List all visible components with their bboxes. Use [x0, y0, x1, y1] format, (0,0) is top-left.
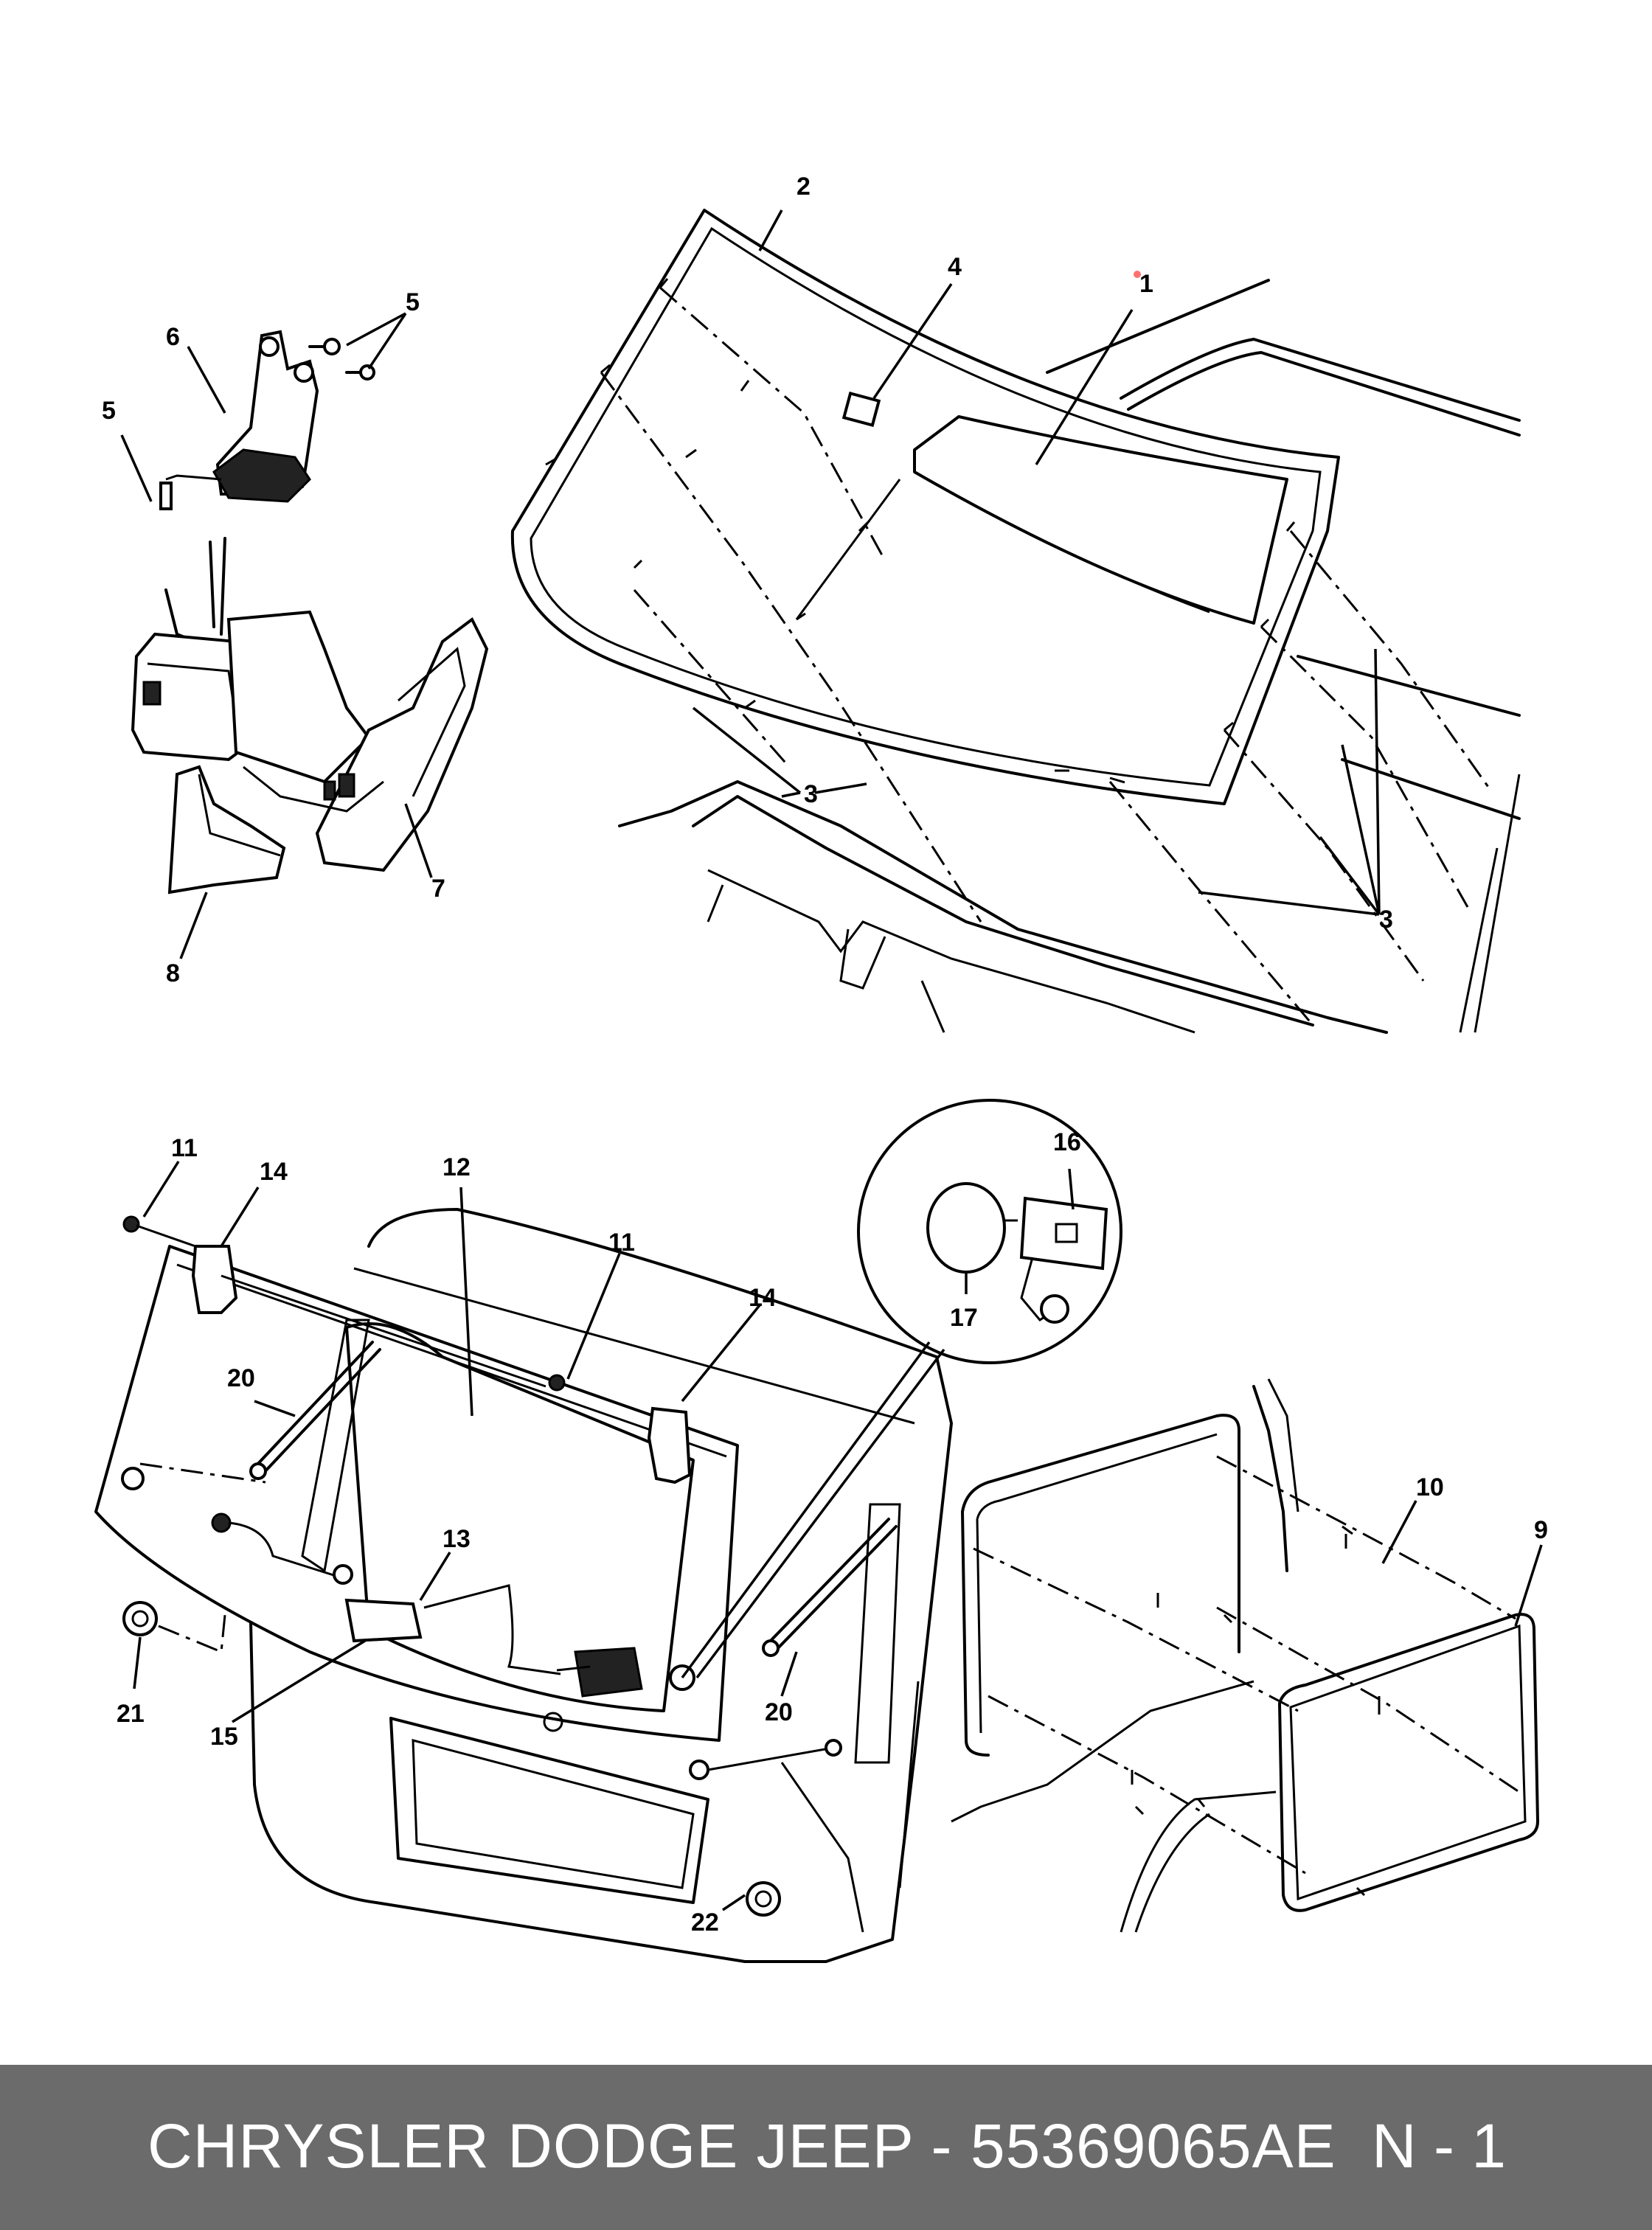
callout-8: 8: [166, 959, 180, 987]
callout-14: 14: [749, 1284, 777, 1312]
windshield-assembly: [510, 209, 1521, 1034]
callout-6: 6: [166, 323, 180, 351]
callout-5: 5: [102, 397, 116, 425]
callout-15: 15: [210, 1723, 238, 1751]
callout-labels: 1 2 3 3 4 5 5 6 7 8 9 10 11 11 12 13 14 …: [102, 173, 1548, 1937]
callout-17: 17: [950, 1304, 978, 1332]
quarter-glass-assembly: [951, 1378, 1543, 1933]
callout-5: 5: [406, 288, 420, 316]
callout-21: 21: [117, 1700, 145, 1728]
callout-11: 11: [608, 1229, 635, 1257]
callout-14: 14: [260, 1158, 288, 1186]
page-label: N - 1: [1372, 2111, 1507, 2181]
callout-7: 7: [431, 875, 445, 903]
callout-3: 3: [1379, 906, 1393, 934]
callout-12: 12: [442, 1153, 471, 1181]
callout-1: 1: [1139, 270, 1153, 298]
callout-2: 2: [796, 173, 811, 201]
callout-3: 3: [804, 780, 818, 808]
callout-13: 13: [442, 1525, 471, 1553]
parts-diagram: 1 2 3 3 4 5 5 6 7 8 9 10 11 11 12 13 14 …: [94, 173, 1548, 1963]
callout-9: 9: [1534, 1516, 1548, 1544]
marker-dot: [1134, 271, 1141, 278]
callout-10: 10: [1416, 1473, 1444, 1501]
part-number-title: CHRYSLER DODGE JEEP - 55369065AE: [148, 2111, 1336, 2181]
callout-20: 20: [765, 1698, 793, 1726]
callout-22: 22: [691, 1908, 719, 1937]
callout-16: 16: [1053, 1128, 1081, 1156]
callout-4: 4: [948, 253, 962, 281]
callout-20: 20: [227, 1364, 255, 1392]
callout-11: 11: [171, 1134, 198, 1162]
liftgate-assembly: [94, 1099, 1122, 1963]
footer-bar: CHRYSLER DODGE JEEP - 55369065AE N - 1: [0, 2065, 1652, 2230]
mirror-bracket-assembly: [120, 312, 489, 959]
